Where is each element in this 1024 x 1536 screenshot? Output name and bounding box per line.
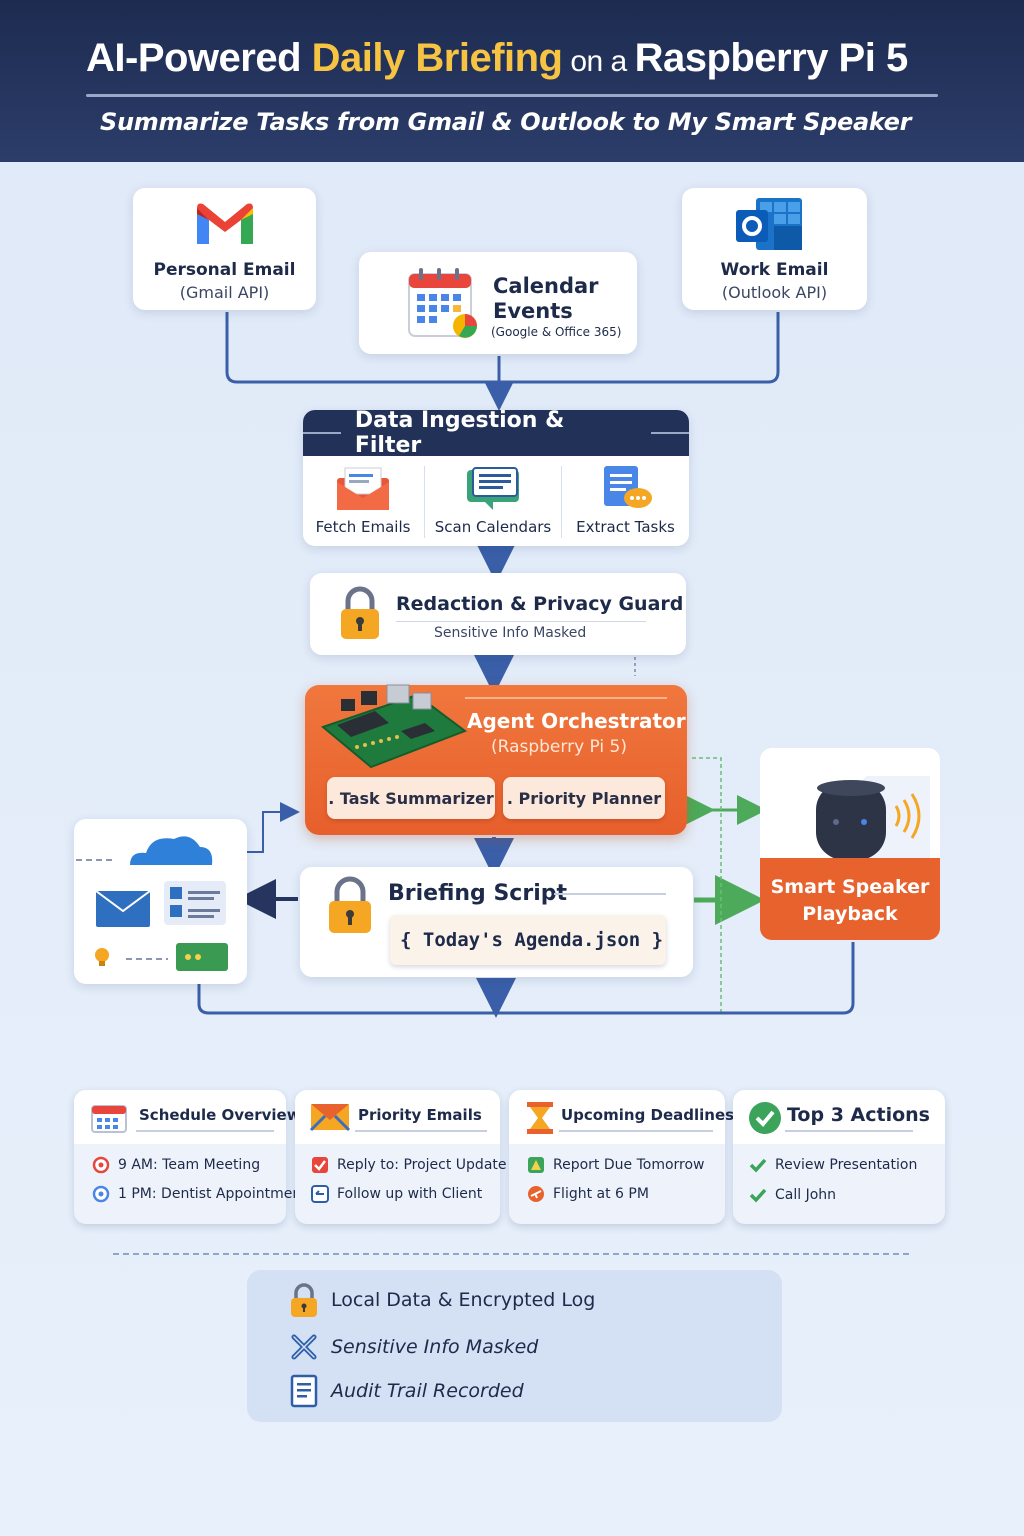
- orchestrator-title: Agent Orchestrator: [467, 709, 686, 733]
- agenda-json-file[interactable]: { Today's Agenda.json }: [390, 915, 666, 965]
- smart-speaker-label: Smart Speaker Playback: [760, 858, 940, 940]
- task-summarizer-module[interactable]: . Task Summarizer: [327, 777, 495, 819]
- privacy-guard-card: Redaction & Privacy Guard Sensitive Info…: [310, 573, 686, 655]
- warning-icon: [528, 1157, 544, 1173]
- list-item: Report Due Tomorrow: [527, 1156, 705, 1174]
- page-title: AI-Powered Daily Briefing on a Raspberry…: [86, 36, 908, 80]
- message-board-icon: [467, 467, 519, 510]
- work-email-sub: (Outlook API): [721, 283, 828, 302]
- document-chat-icon: [603, 466, 652, 508]
- hourglass-icon: [527, 1102, 553, 1134]
- list-item: 9 AM: Team Meeting: [92, 1156, 260, 1174]
- data-ingestion-panel: Data Ingestion & Filter Fetch Emails Sca…: [303, 408, 689, 546]
- padlock-icon: [341, 586, 379, 639]
- list-item: Flight at 6 PM: [527, 1185, 649, 1203]
- header-banner: AI-Powered Daily Briefing on a Raspberry…: [0, 0, 1024, 162]
- list-item: 1 PM: Dentist Appointment: [92, 1185, 307, 1203]
- calendar-icon: [91, 1105, 127, 1133]
- page-subtitle: Summarize Tasks from Gmail & Outlook to …: [100, 108, 912, 136]
- calendar-sub: (Google & Office 365): [491, 325, 622, 339]
- priority-emails-title: Priority Emails: [358, 1106, 482, 1124]
- mask-x-icon: [291, 1334, 317, 1360]
- reply-icon: [311, 1185, 329, 1203]
- step-extract-tasks: Extract Tasks: [562, 456, 689, 546]
- envelope-icon: [309, 1104, 351, 1132]
- upcoming-deadlines-card: Upcoming Deadlines Report Due Tomorrow F…: [509, 1090, 734, 1224]
- priority-planner-module[interactable]: . Priority Planner: [503, 777, 665, 819]
- title-divider: [86, 94, 938, 97]
- briefing-script-card: Briefing Script { Today's Agenda.json }: [300, 867, 693, 977]
- briefing-script-title: Briefing Script: [388, 881, 567, 906]
- personal-email-title: Personal Email: [153, 260, 296, 280]
- output-channels-illustration: [76, 836, 228, 971]
- list-item: Review Presentation: [749, 1156, 917, 1174]
- calendar-card: Calendar Events (Google & Office 365): [359, 252, 637, 354]
- check-icon: [749, 1158, 767, 1173]
- list-item: Follow up with Client: [311, 1185, 482, 1203]
- top-actions-title: Top 3 Actions: [787, 1104, 930, 1126]
- alarm-clock-icon: [92, 1156, 110, 1174]
- data-ingestion-header: Data Ingestion & Filter: [303, 408, 689, 458]
- list-item: Audit Trail Recorded: [289, 1374, 524, 1408]
- privacy-footer-panel: Local Data & Encrypted Log Sensitive Inf…: [247, 1270, 782, 1422]
- check-icon: [749, 1188, 767, 1203]
- calendar-icon: [408, 268, 477, 338]
- calendar-title: Calendar Events: [493, 274, 599, 323]
- gmail-icon: [197, 203, 253, 244]
- privacy-guard-sub: Sensitive Info Masked: [434, 625, 587, 641]
- schedule-overview-title: Schedule Overview: [139, 1106, 301, 1124]
- checkbox-checked-icon: [312, 1157, 328, 1173]
- work-email-card: Work Email (Outlook API): [682, 188, 867, 310]
- list-item: Reply to: Project Update: [311, 1156, 507, 1174]
- work-email-title: Work Email: [720, 260, 829, 280]
- privacy-guard-title: Redaction & Privacy Guard: [396, 593, 684, 615]
- checkmark-circle-icon: [749, 1102, 781, 1134]
- document-list-icon: [290, 1374, 318, 1408]
- personal-email-card: Personal Email (Gmail API): [133, 188, 316, 310]
- smart-speaker-icon: [816, 776, 930, 862]
- clock-icon: [92, 1185, 110, 1203]
- list-item: Local Data & Encrypted Log: [289, 1282, 595, 1318]
- smart-speaker-card: Smart Speaker Playback: [760, 748, 940, 940]
- priority-emails-card: Priority Emails Reply to: Project Update…: [295, 1090, 507, 1224]
- email-envelope-icon: [337, 467, 389, 510]
- schedule-overview-card: Schedule Overview 9 AM: Team Meeting 1 P…: [74, 1090, 307, 1224]
- output-channels-card: [74, 819, 247, 984]
- outlook-icon: [736, 198, 802, 250]
- list-item: Sensitive Info Masked: [289, 1332, 538, 1362]
- airplane-icon: [528, 1186, 544, 1202]
- agent-orchestrator-card: Agent Orchestrator (Raspberry Pi 5) . Ta…: [305, 684, 687, 835]
- personal-email-sub: (Gmail API): [179, 283, 270, 302]
- top-actions-card: Top 3 Actions Review Presentation Call J…: [733, 1090, 945, 1224]
- step-scan-calendars: Scan Calendars: [425, 456, 561, 546]
- padlock-icon: [291, 1283, 317, 1317]
- upcoming-deadlines-title: Upcoming Deadlines: [561, 1106, 735, 1124]
- list-item: Call John: [749, 1186, 836, 1204]
- raspberry-pi-board-icon: [320, 684, 467, 769]
- padlock-icon: [329, 876, 371, 933]
- step-fetch-emails: Fetch Emails: [303, 456, 423, 546]
- orchestrator-sub: (Raspberry Pi 5): [491, 737, 627, 757]
